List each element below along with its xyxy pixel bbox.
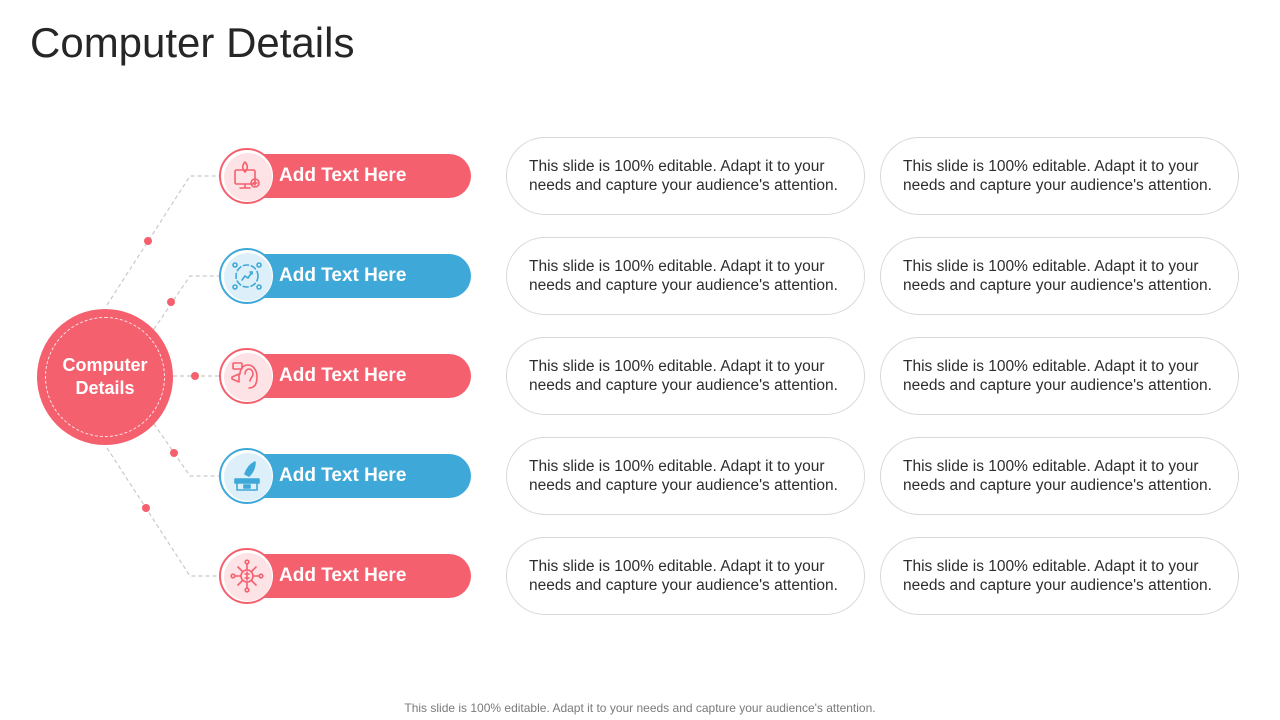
connector-5 [106, 447, 219, 577]
item-3-card-2: This slide is 100% editable. Adapt it to… [880, 337, 1239, 415]
item-label-pill[interactable]: Add Text Here [240, 154, 471, 198]
item-label-pill[interactable]: Add Text Here [240, 454, 471, 498]
connector-dot-5 [142, 504, 150, 512]
item-label-pill[interactable]: Add Text Here [240, 354, 471, 398]
connector-2 [149, 275, 219, 336]
item-5-card-1: This slide is 100% editable. Adapt it to… [506, 537, 865, 615]
item-4-card-1: This slide is 100% editable. Adapt it to… [506, 437, 865, 515]
hub-circle: Computer Details [37, 309, 173, 445]
item-1-card-2: This slide is 100% editable. Adapt it to… [880, 137, 1239, 215]
item-label-pill[interactable]: Add Text Here [240, 254, 471, 298]
item-1-card-1: This slide is 100% editable. Adapt it to… [506, 137, 865, 215]
connector-dot-1 [144, 237, 152, 245]
item-label-pill[interactable]: Add Text Here [240, 554, 471, 598]
dollar-network-icon [219, 548, 275, 604]
item-3-card-1: This slide is 100% editable. Adapt it to… [506, 337, 865, 415]
connector-4 [149, 417, 219, 477]
item-5-card-2: This slide is 100% editable. Adapt it to… [880, 537, 1239, 615]
connector-dot-2 [167, 298, 175, 306]
rocket-monitor-icon [219, 148, 275, 204]
connector-dot-3 [191, 372, 199, 380]
connector-1 [106, 175, 219, 306]
ear-megaphone-icon [219, 348, 275, 404]
item-2-card-1: This slide is 100% editable. Adapt it to… [506, 237, 865, 315]
item-4-card-2: This slide is 100% editable. Adapt it to… [880, 437, 1239, 515]
connector-dot-4 [170, 449, 178, 457]
footer-note: This slide is 100% editable. Adapt it to… [404, 701, 876, 715]
rocket-box-icon [219, 448, 275, 504]
growth-cycle-icon [219, 248, 275, 304]
hub-label: Computer Details [45, 317, 165, 437]
item-2-card-2: This slide is 100% editable. Adapt it to… [880, 237, 1239, 315]
page-title: Computer Details [30, 19, 355, 66]
